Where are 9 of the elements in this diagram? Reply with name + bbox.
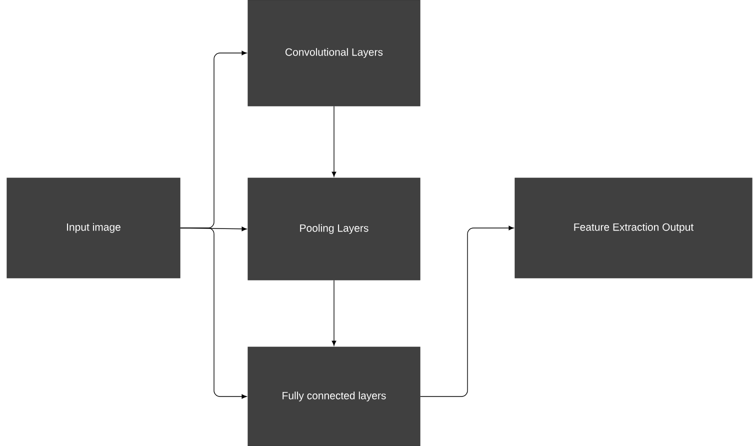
arrow xyxy=(180,228,247,399)
arrow xyxy=(420,226,514,397)
process-box: Feature Extraction Output xyxy=(514,178,752,278)
arrow xyxy=(332,280,336,346)
process-box: Convolutional Layers xyxy=(248,0,420,106)
arrow xyxy=(332,106,336,177)
process-box: Fully connected layers xyxy=(248,346,420,446)
process-box: Input image xyxy=(6,178,180,278)
process-box: Pooling Layers xyxy=(248,178,420,280)
